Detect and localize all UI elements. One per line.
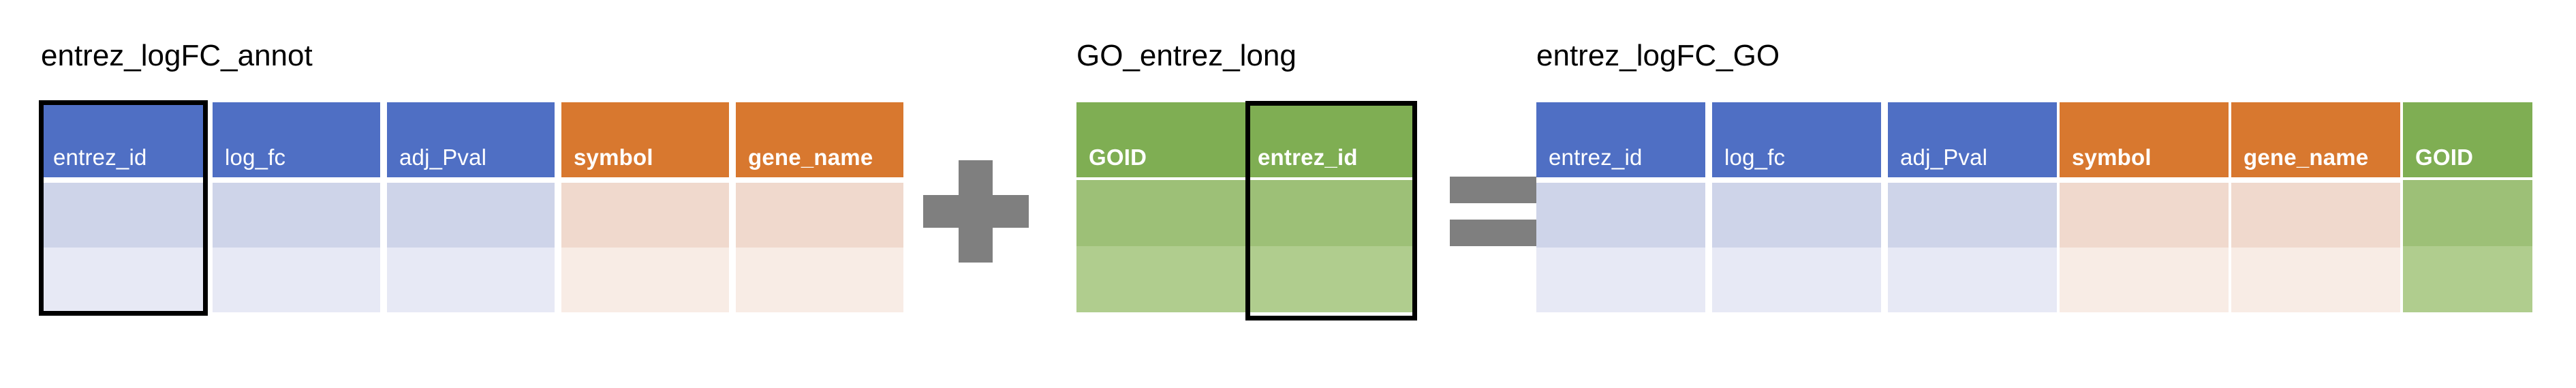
table-cell[interactable] bbox=[2060, 183, 2229, 248]
table-cell[interactable] bbox=[2060, 248, 2229, 312]
table-grid-left: entrez_id log_fc adj_Pval bbox=[41, 102, 903, 312]
column-header: GOID bbox=[1076, 102, 1245, 177]
table-title-middle: GO_entrez_long bbox=[1076, 39, 1297, 72]
row-gutter bbox=[561, 177, 729, 183]
column-header: gene_name bbox=[736, 102, 903, 177]
table-cell[interactable] bbox=[2403, 180, 2532, 246]
column-entrez-id[interactable]: entrez_id bbox=[1245, 102, 1414, 312]
table-cell[interactable] bbox=[2403, 246, 2532, 312]
row-gutter bbox=[736, 177, 903, 183]
column-log-fc[interactable]: log_fc bbox=[1712, 102, 1881, 312]
column-header: log_fc bbox=[1712, 102, 1881, 177]
table-cell[interactable] bbox=[1888, 248, 2057, 312]
row-gutter bbox=[1245, 177, 1414, 180]
table-cell[interactable] bbox=[387, 183, 555, 248]
table-cell[interactable] bbox=[2231, 248, 2400, 312]
table-cell[interactable] bbox=[561, 183, 729, 248]
row-gutter bbox=[41, 177, 206, 183]
column-gene-name[interactable]: gene_name bbox=[736, 102, 903, 312]
table-cell[interactable] bbox=[1076, 180, 1245, 246]
column-header: symbol bbox=[2060, 102, 2229, 177]
table-title-left: entrez_logFC_annot bbox=[41, 39, 313, 72]
table-cell[interactable] bbox=[1536, 183, 1705, 248]
table-title-right: entrez_logFC_GO bbox=[1536, 39, 1780, 72]
column-adj-pval[interactable]: adj_Pval bbox=[387, 102, 555, 312]
table-grid-right: entrez_id log_fc adj_Pval bbox=[1536, 102, 2532, 312]
column-entrez-id[interactable]: entrez_id bbox=[1536, 102, 1705, 312]
table-cell[interactable] bbox=[1536, 248, 1705, 312]
table-cell[interactable] bbox=[1076, 246, 1245, 312]
column-symbol[interactable]: symbol bbox=[561, 102, 729, 312]
table-go-entrez-long: GO_entrez_long GOID entrez_id bbox=[1076, 39, 1431, 320]
column-header: log_fc bbox=[213, 102, 380, 177]
column-log-fc[interactable]: log_fc bbox=[213, 102, 380, 312]
column-header: entrez_id bbox=[41, 102, 206, 177]
table-cell[interactable] bbox=[561, 248, 729, 312]
table-cell[interactable] bbox=[1888, 183, 2057, 248]
row-gutter bbox=[1076, 177, 1245, 180]
column-header: symbol bbox=[561, 102, 729, 177]
row-gutter bbox=[1712, 177, 1881, 183]
row-gutter bbox=[1536, 177, 1705, 183]
row-gutter bbox=[1888, 177, 2057, 183]
row-gutter bbox=[213, 177, 380, 183]
table-cell[interactable] bbox=[1245, 180, 1414, 246]
row-gutter bbox=[2403, 177, 2532, 180]
table-cell[interactable] bbox=[736, 248, 903, 312]
column-header: entrez_id bbox=[1245, 102, 1414, 177]
table-cell[interactable] bbox=[387, 248, 555, 312]
column-header: gene_name bbox=[2231, 102, 2400, 177]
plus-operator-icon bbox=[923, 160, 1029, 263]
column-header: entrez_id bbox=[1536, 102, 1705, 177]
column-header: adj_Pval bbox=[1888, 102, 2057, 177]
column-goid[interactable]: GOID bbox=[1076, 102, 1245, 312]
equals-top-bar bbox=[1450, 177, 1540, 203]
column-symbol[interactable]: symbol bbox=[2060, 102, 2229, 312]
table-entrez-logfc-annot: entrez_logFC_annot entrez_id log_fc adj_… bbox=[39, 39, 903, 316]
table-cell[interactable] bbox=[1712, 183, 1881, 248]
column-goid[interactable]: GOID bbox=[2403, 102, 2532, 312]
column-adj-pval[interactable]: adj_Pval bbox=[1888, 102, 2057, 312]
table-cell[interactable] bbox=[736, 183, 903, 248]
column-header: GOID bbox=[2403, 102, 2532, 177]
table-grid-middle: GOID entrez_id bbox=[1076, 102, 1414, 312]
table-cell[interactable] bbox=[41, 248, 206, 312]
table-cell[interactable] bbox=[41, 183, 206, 248]
column-header: adj_Pval bbox=[387, 102, 555, 177]
row-gutter bbox=[2231, 177, 2400, 183]
table-cell[interactable] bbox=[213, 183, 380, 248]
table-cell[interactable] bbox=[2231, 183, 2400, 248]
row-gutter bbox=[387, 177, 555, 183]
table-cell[interactable] bbox=[213, 248, 380, 312]
column-gene-name[interactable]: gene_name bbox=[2231, 102, 2400, 312]
plus-horizontal-bar bbox=[923, 195, 1029, 228]
table-cell[interactable] bbox=[1712, 248, 1881, 312]
column-entrez-id[interactable]: entrez_id bbox=[41, 102, 206, 312]
table-entrez-logfc-go: entrez_logFC_GO entrez_id log_fc adj_Pva… bbox=[1536, 39, 2532, 314]
equals-operator-icon bbox=[1450, 177, 1540, 246]
equals-bottom-bar bbox=[1450, 220, 1540, 246]
table-cell[interactable] bbox=[1245, 246, 1414, 312]
row-gutter bbox=[2060, 177, 2229, 183]
